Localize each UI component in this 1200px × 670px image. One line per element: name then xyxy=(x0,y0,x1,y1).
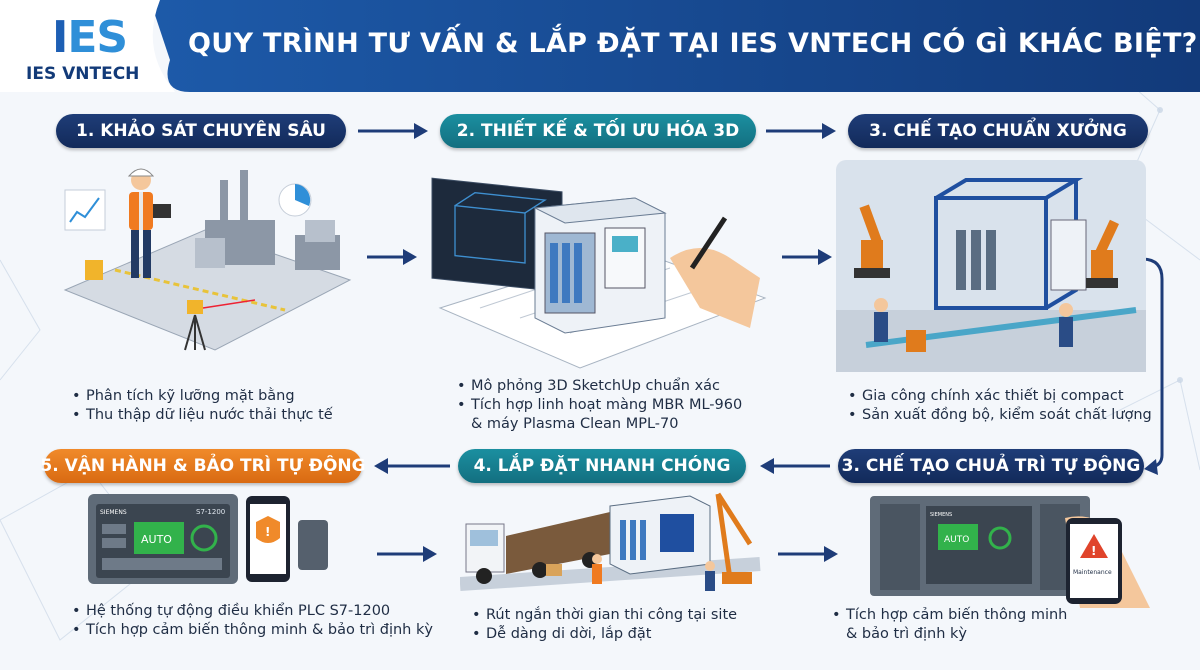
plc-brand-label: SIEMENS xyxy=(100,509,127,516)
arrow-down-icon xyxy=(1141,257,1164,475)
header-band xyxy=(0,0,1200,92)
warning-icon: ! xyxy=(265,525,270,539)
arrow-left-icon xyxy=(760,458,830,474)
step-1-pill: 1. KHẢO SÁT CHUYÊN SÂU xyxy=(56,114,346,148)
step-4-pill: 4. LẮP ĐẶT NHANH CHÓNG xyxy=(458,449,746,483)
plc-model-label: S7-1200 xyxy=(196,508,225,516)
list-item: Dễ dàng di dời, lắp đặt xyxy=(470,625,737,644)
list-item: Tích hợp cảm biến thông minh & bảo trì đ… xyxy=(70,621,433,640)
maintenance-illustration: SIEMENS AUTO ! Maintenance xyxy=(870,496,1150,608)
arrow-right-icon xyxy=(766,123,836,139)
step-3b-pill: 3. CHẾ TẠO CHUẢ TRÌ TỰ ĐỘNG xyxy=(838,449,1144,483)
logo-mark: IES xyxy=(52,12,128,63)
step-2-pill: 2. THIẾT KẾ & TỐI ƯU HÓA 3D xyxy=(440,114,756,148)
list-item: Sản xuất đồng bộ, kiểm soát chất lượng xyxy=(846,406,1152,425)
list-item: Tích hợp linh hoạt màng MBR ML-960 xyxy=(455,396,742,415)
arrow-right-icon xyxy=(358,123,428,139)
brand-name: IES VNTECH xyxy=(26,64,140,84)
step-5-pill: 5. VẬN HÀNH & BẢO TRÌ TỰ ĐỘNG xyxy=(40,449,366,483)
list-item: Phân tích kỹ lưỡng mặt bằng xyxy=(70,387,333,406)
step-4-bullets: Rút ngắn thời gian thi công tại site Dễ … xyxy=(470,606,737,644)
arrow-right-icon xyxy=(782,249,832,265)
brand-logo: IES IES VNTECH xyxy=(22,12,172,85)
arrow-left-icon xyxy=(374,458,450,474)
step-3-bullets: Gia công chính xác thiết bị compact Sản … xyxy=(846,387,1152,425)
list-item: & máy Plasma Clean MPL-70 xyxy=(471,416,679,432)
arrow-right-icon xyxy=(778,546,838,562)
plc-illustration: SIEMENS S7-1200 AUTO ! xyxy=(88,494,328,584)
maintenance-label: Maintenance xyxy=(1073,569,1112,576)
step-3-pill: 3. CHẾ TẠO CHUẨN XƯỞNG xyxy=(848,114,1148,148)
page-title: QUY TRÌNH TƯ VẤN & LẮP ĐẶT TẠI IES VNTEC… xyxy=(188,28,1198,59)
step-5-bullets: Hệ thống tự động điều khiển PLC S7-1200 … xyxy=(70,602,433,640)
step-3b-bullets: Tích hợp cảm biến thông minh & bảo trì đ… xyxy=(830,606,1067,644)
arrow-right-icon xyxy=(367,249,417,265)
design-illustration xyxy=(431,177,767,369)
plc-brand-label-2: SIEMENS xyxy=(930,512,952,518)
list-item: & bảo trì định kỳ xyxy=(846,626,967,642)
survey-illustration xyxy=(63,168,352,351)
list-item: Hệ thống tự động điều khiển PLC S7-1200 xyxy=(70,602,433,621)
arrow-right-icon xyxy=(377,546,437,562)
auto-label-2: AUTO xyxy=(944,535,969,545)
list-item: Rút ngắn thời gian thi công tại site xyxy=(470,606,737,625)
list-item: Tích hợp cảm biến thông minh xyxy=(830,606,1067,625)
warning-icon: ! xyxy=(1091,544,1096,558)
auto-label: AUTO xyxy=(141,533,172,546)
list-item: Mô phỏng 3D SketchUp chuẩn xác xyxy=(455,377,742,396)
step-2-bullets: Mô phỏng 3D SketchUp chuẩn xác Tích hợp … xyxy=(455,377,742,434)
installation-illustration xyxy=(460,492,761,591)
list-item: Gia công chính xác thiết bị compact xyxy=(846,387,1152,406)
step-1-bullets: Phân tích kỹ lưỡng mặt bằng Thu thập dữ … xyxy=(70,387,333,425)
list-item: Thu thập dữ liệu nước thải thực tế xyxy=(70,406,333,425)
fabrication-illustration xyxy=(836,160,1146,372)
